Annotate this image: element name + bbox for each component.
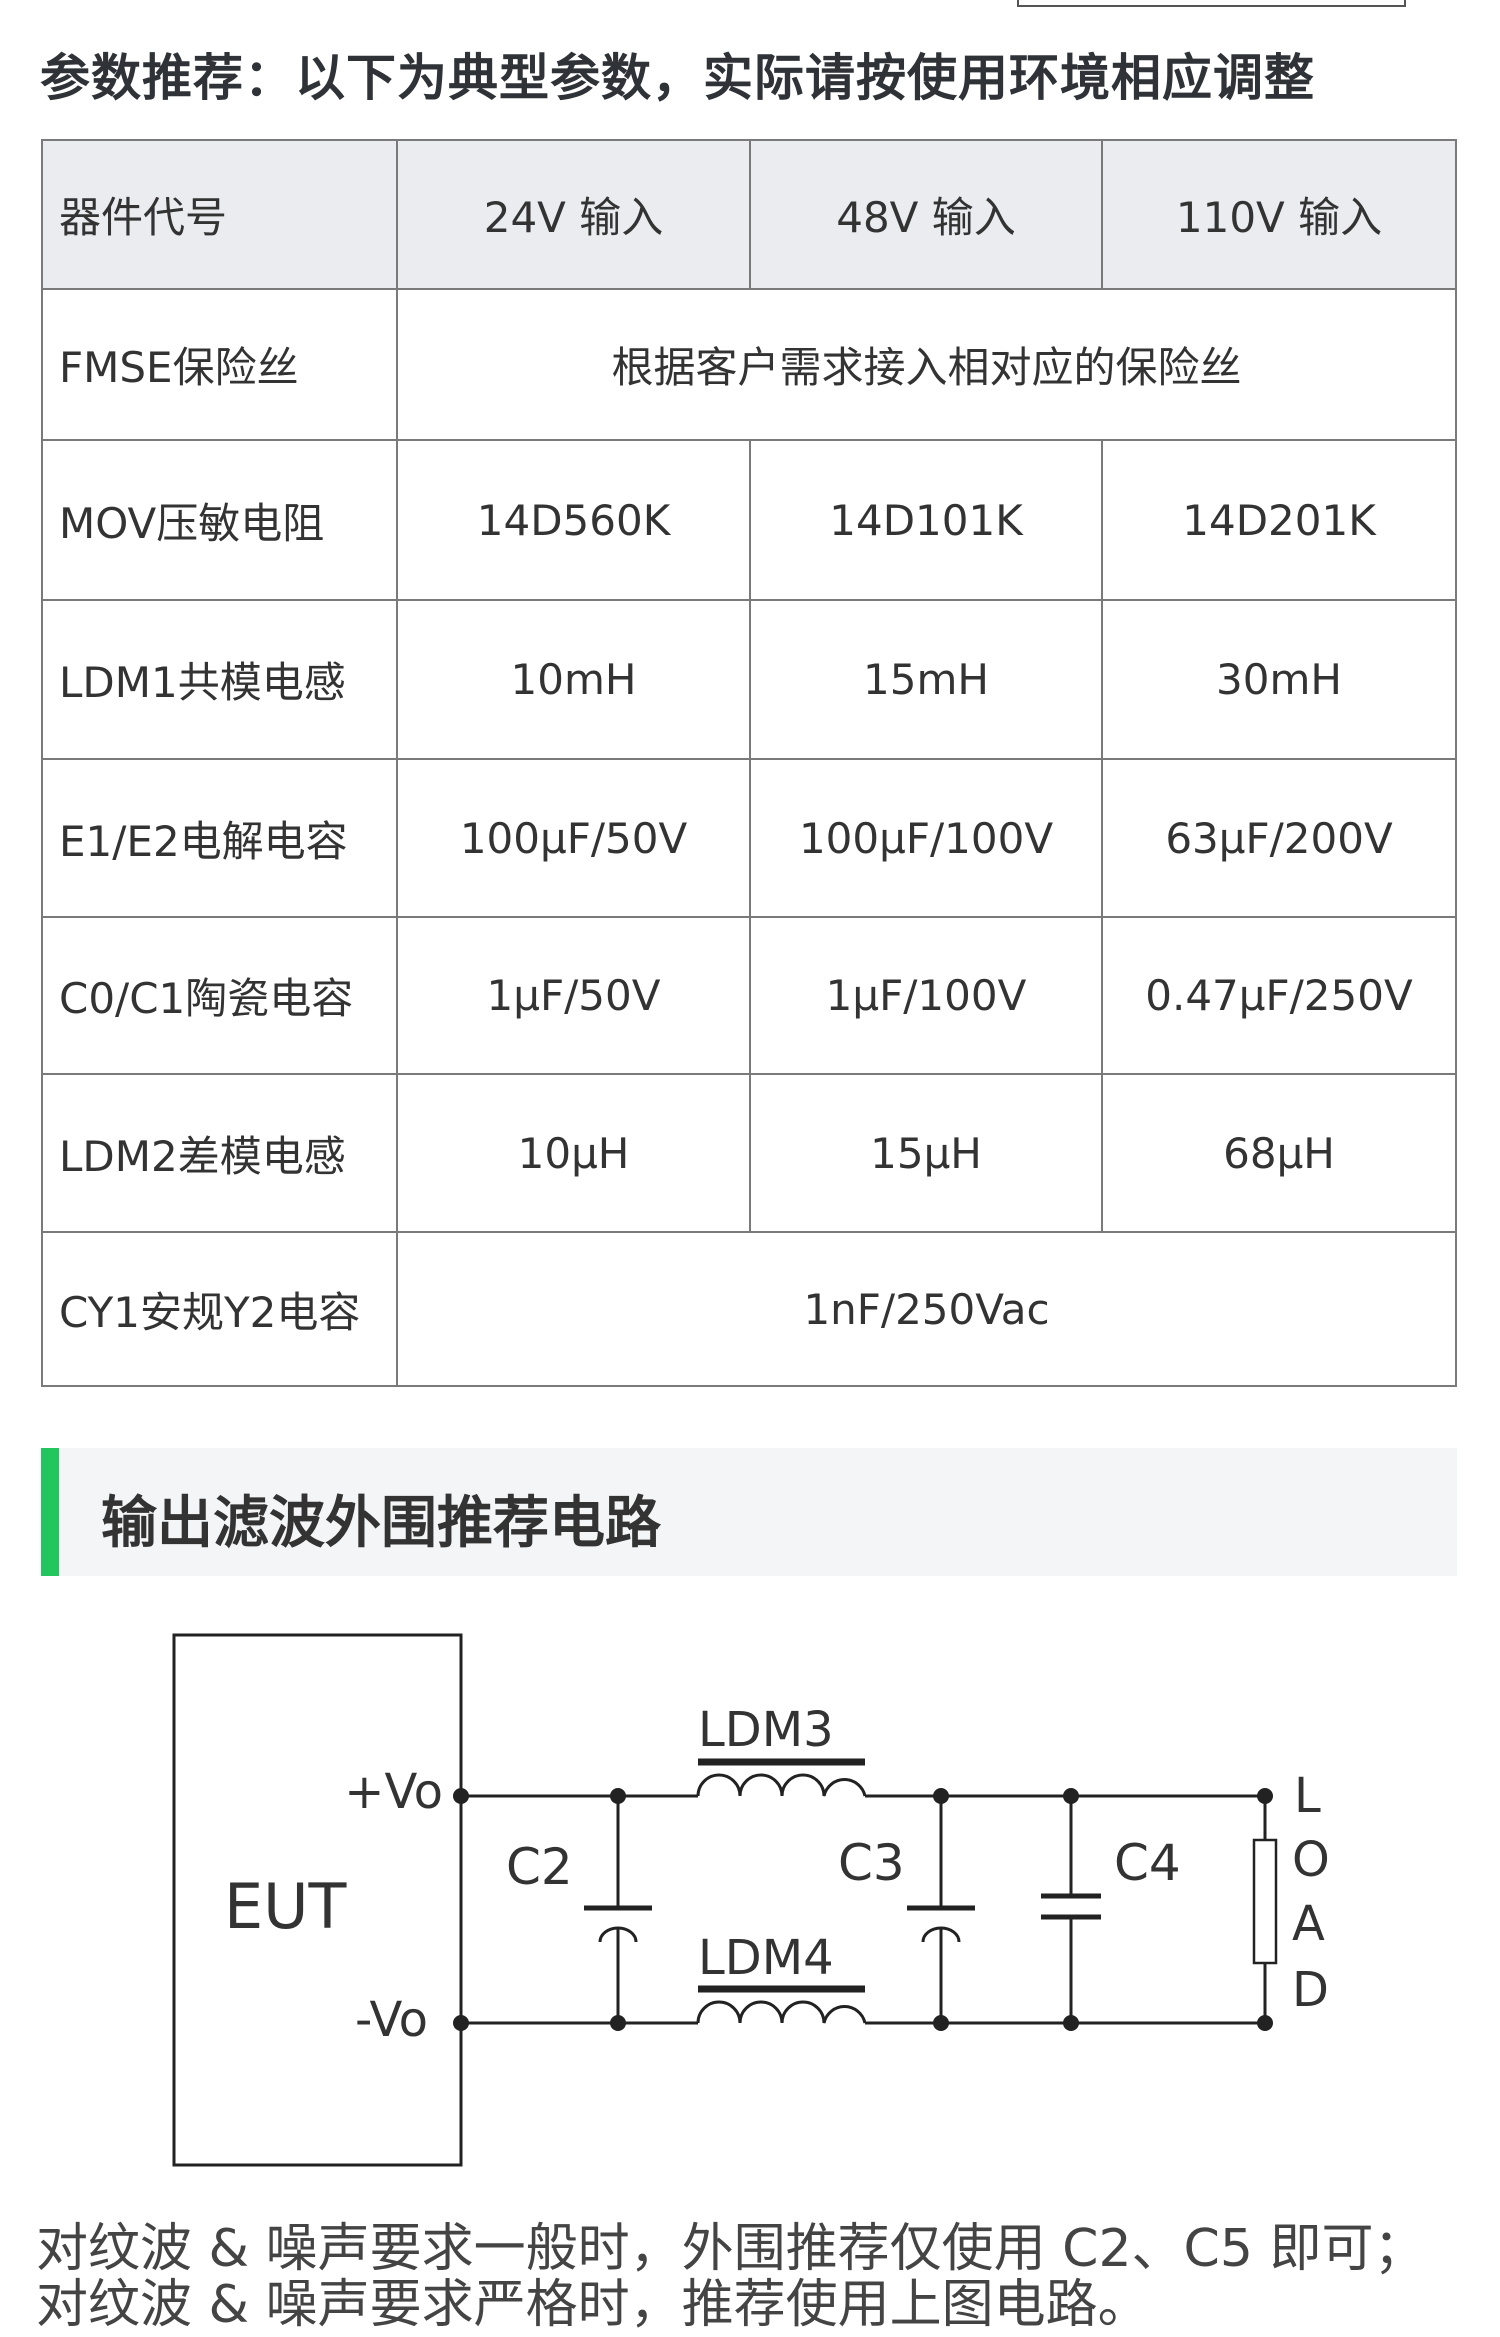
load-letter: L bbox=[1294, 1768, 1321, 1824]
table-cell: 100μF/50V bbox=[396, 758, 751, 918]
table-cell: 14D560K bbox=[396, 439, 751, 601]
c4-label: C4 bbox=[1114, 1834, 1181, 1892]
table-cell: 1μF/100V bbox=[749, 916, 1103, 1075]
plus-vo-label: +Vo bbox=[344, 1764, 443, 1820]
c3-label: C3 bbox=[838, 1834, 905, 1892]
merged-cell: 1nF/250Vac bbox=[396, 1231, 1457, 1387]
table-cell: 10mH bbox=[396, 599, 751, 760]
inductor-ldm3 bbox=[696, 1773, 867, 1797]
table-cell: 1μF/50V bbox=[396, 916, 751, 1075]
table-cell: 63μF/200V bbox=[1101, 758, 1457, 918]
c2-label: C2 bbox=[506, 1838, 573, 1896]
load-letter: A bbox=[1292, 1896, 1325, 1952]
header-cell: 器件代号 bbox=[41, 139, 398, 290]
row-label: CY1安规Y2电容 bbox=[41, 1231, 398, 1387]
table-cell: 30mH bbox=[1101, 599, 1457, 760]
row-label: E1/E2电解电容 bbox=[41, 758, 398, 918]
ldm4-label: LDM4 bbox=[698, 1930, 834, 1986]
table-row: E1/E2电解电容 100μF/50V 100μF/100V 63μF/200V bbox=[41, 758, 1457, 918]
inductor-ldm4 bbox=[696, 2000, 867, 2024]
table-row: MOV压敏电阻 14D560K 14D101K 14D201K bbox=[41, 439, 1457, 601]
table-cell: 0.47μF/250V bbox=[1101, 916, 1457, 1075]
eut-label: EUT bbox=[224, 1870, 348, 1943]
table-cell: 14D101K bbox=[749, 439, 1103, 601]
load-letter: D bbox=[1292, 1962, 1329, 2018]
section-title: 输出滤波外围推荐电路 bbox=[101, 1491, 661, 1556]
table-cell: 100μF/100V bbox=[749, 758, 1103, 918]
table-cell: 68μH bbox=[1101, 1073, 1457, 1233]
table-row: LDM1共模电感 10mH 15mH 30mH bbox=[41, 599, 1457, 760]
header-cell: 110V 输入 bbox=[1101, 139, 1457, 290]
row-label: LDM1共模电感 bbox=[41, 599, 398, 760]
note-line: 对纹波 & 噪声要求严格时，推荐使用上图电路。 bbox=[36, 2275, 1150, 2335]
section-accent-bar bbox=[41, 1448, 59, 1576]
page-title: 参数推荐：以下为典型参数，实际请按使用环境相应调整 bbox=[40, 49, 1315, 107]
header-cell: 24V 输入 bbox=[396, 139, 751, 290]
note-line: 对纹波 & 噪声要求一般时，外围推荐仅使用 C2、C5 即可； bbox=[36, 2219, 1426, 2279]
row-label: C0/C1陶瓷电容 bbox=[41, 916, 398, 1075]
header-cell: 48V 输入 bbox=[749, 139, 1103, 290]
load-letter: O bbox=[1292, 1832, 1330, 1888]
table-cell: 15mH bbox=[749, 599, 1103, 760]
eut-box bbox=[172, 1633, 463, 2167]
row-label: FMSE保险丝 bbox=[41, 288, 398, 441]
table-row: FMSE保险丝 根据客户需求接入相对应的保险丝 bbox=[41, 288, 1457, 441]
top-box-edge bbox=[1017, 0, 1406, 7]
merged-cell: 根据客户需求接入相对应的保险丝 bbox=[396, 288, 1457, 441]
table-row: CY1安规Y2电容 1nF/250Vac bbox=[41, 1231, 1457, 1387]
output-filter-circuit: EUT +Vo -Vo LDM3 LDM4 C2 C3 C4 L O A D bbox=[172, 1633, 1330, 2167]
ldm3-label: LDM3 bbox=[698, 1702, 834, 1758]
minus-vo-label: -Vo bbox=[355, 1992, 428, 2048]
parameter-table: 器件代号 24V 输入 48V 输入 110V 输入 FMSE保险丝 根据客户需… bbox=[41, 139, 1457, 1387]
table-row: C0/C1陶瓷电容 1μF/50V 1μF/100V 0.47μF/250V bbox=[41, 916, 1457, 1075]
table-cell: 15μH bbox=[749, 1073, 1103, 1233]
table-header-row: 器件代号 24V 输入 48V 输入 110V 输入 bbox=[41, 139, 1457, 290]
table-cell: 10μH bbox=[396, 1073, 751, 1233]
table-row: LDM2差模电感 10μH 15μH 68μH bbox=[41, 1073, 1457, 1233]
row-label: LDM2差模电感 bbox=[41, 1073, 398, 1233]
row-label: MOV压敏电阻 bbox=[41, 439, 398, 601]
section-header: 输出滤波外围推荐电路 bbox=[41, 1448, 1457, 1576]
table-cell: 14D201K bbox=[1101, 439, 1457, 601]
load-resistor bbox=[1252, 1838, 1278, 1965]
